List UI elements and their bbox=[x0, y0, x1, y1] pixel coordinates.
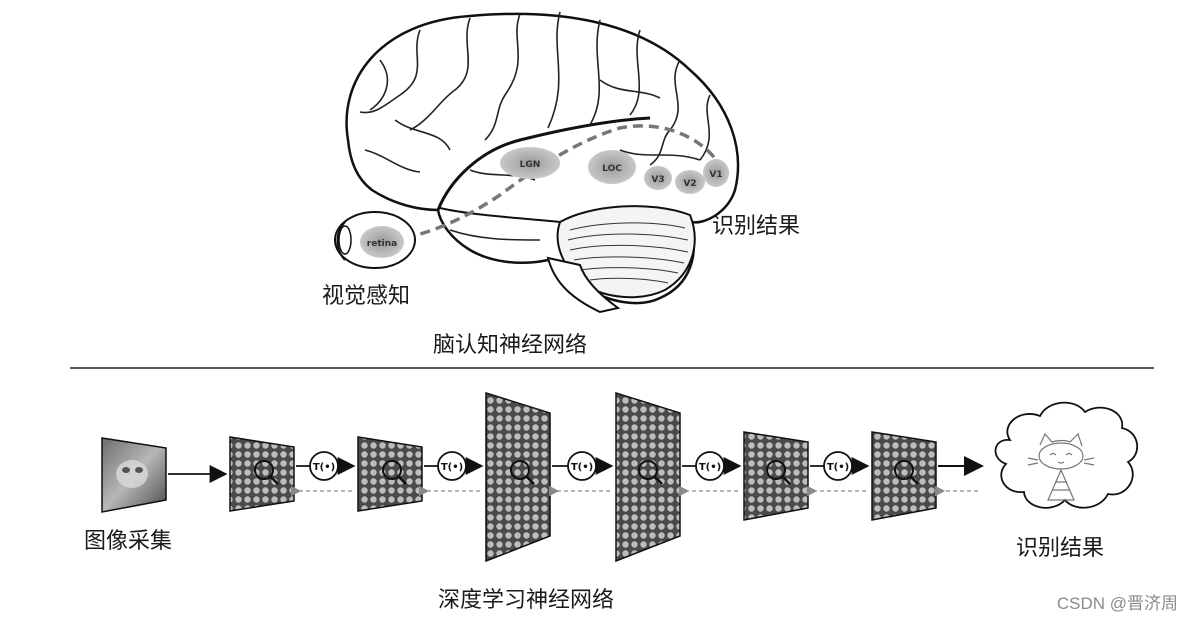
deep-learning-title: 深度学习神经网络 bbox=[438, 588, 614, 613]
svg-text:T(•): T(•) bbox=[571, 462, 593, 473]
brain-result-label: 识别结果 bbox=[712, 214, 800, 239]
output-label: 识别结果 bbox=[1016, 536, 1104, 561]
layer-6 bbox=[872, 432, 936, 520]
layer-5 bbox=[744, 432, 808, 520]
svg-text:retina: retina bbox=[367, 239, 397, 249]
region-v1: V1 bbox=[703, 159, 729, 187]
region-lgn: LGN bbox=[500, 147, 560, 179]
transform-3: T(•) bbox=[552, 452, 610, 480]
svg-text:V1: V1 bbox=[709, 170, 722, 180]
transform-5: T(•) bbox=[810, 452, 866, 480]
svg-text:T(•): T(•) bbox=[313, 462, 335, 473]
perception-label: 视觉感知 bbox=[322, 284, 410, 309]
input-image bbox=[102, 438, 166, 512]
svg-text:V3: V3 bbox=[651, 175, 664, 185]
svg-text:T(•): T(•) bbox=[441, 462, 463, 473]
transform-4: T(•) bbox=[682, 452, 738, 480]
layer-4 bbox=[616, 393, 680, 561]
eye-icon: retina bbox=[335, 212, 415, 268]
layer-2 bbox=[358, 437, 422, 511]
svg-text:T(•): T(•) bbox=[699, 462, 721, 473]
brain-title: 脑认知神经网络 bbox=[433, 333, 587, 358]
brain-illustration: LGN LOC V3 V2 V1 retina bbox=[335, 12, 738, 312]
svg-text:T(•): T(•) bbox=[827, 462, 849, 473]
svg-text:LGN: LGN bbox=[520, 160, 541, 170]
transform-2: T(•) bbox=[424, 452, 480, 480]
svg-text:LOC: LOC bbox=[602, 164, 622, 174]
region-v3: V3 bbox=[644, 166, 672, 190]
region-loc: LOC bbox=[588, 150, 636, 184]
input-label: 图像采集 bbox=[84, 529, 172, 554]
layer-1 bbox=[230, 437, 294, 511]
layer-3 bbox=[486, 393, 550, 561]
watermark: CSDN @晋济周 bbox=[1057, 594, 1178, 613]
svg-text:V2: V2 bbox=[683, 179, 696, 189]
transform-1: T(•) bbox=[296, 452, 352, 480]
region-v2: V2 bbox=[675, 170, 705, 194]
